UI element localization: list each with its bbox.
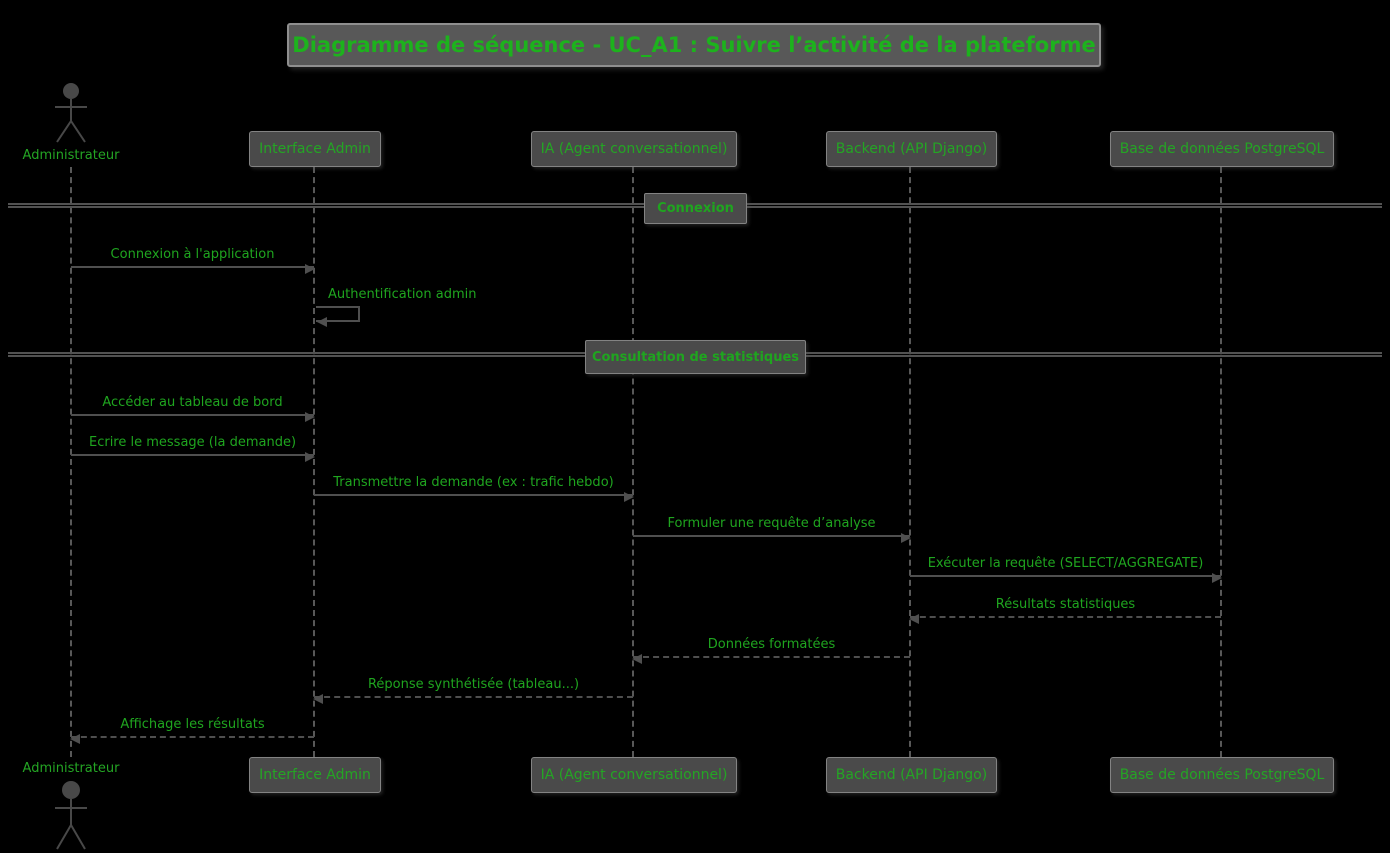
lifeline-administrateur bbox=[70, 167, 72, 757]
lifeline-backend bbox=[909, 167, 911, 757]
arrow-dashed-left-icon bbox=[70, 734, 314, 744]
participant-backend-top: Backend (API Django) bbox=[826, 131, 997, 167]
message-label: Réponse synthétisée (tableau...) bbox=[367, 677, 580, 692]
message-authentification-admin: Authentification admin bbox=[316, 286, 477, 327]
message-acceder-tableau: Accéder au tableau de bord bbox=[71, 394, 315, 422]
message-label: Résultats statistiques bbox=[995, 597, 1136, 612]
arrow-solid-right-icon bbox=[910, 573, 1222, 583]
diagram-title: Diagramme de séquence - UC_A1 : Suivre l… bbox=[287, 23, 1101, 67]
message-label: Authentification admin bbox=[328, 287, 477, 302]
arrow-dashed-left-icon bbox=[313, 694, 633, 704]
participant-ia-agent-top: IA (Agent conversationnel) bbox=[531, 131, 737, 167]
lifeline-ia-agent bbox=[632, 167, 634, 757]
message-ecrire-message: Ecrire le message (la demande) bbox=[71, 434, 315, 462]
divider-label-connexion: Connexion bbox=[644, 193, 747, 224]
actor-figure-top bbox=[51, 82, 91, 148]
message-formuler-requete: Formuler une requête d’analyse bbox=[633, 515, 911, 543]
arrow-solid-right-icon bbox=[633, 533, 911, 543]
participant-database-top: Base de données PostgreSQL bbox=[1110, 131, 1334, 167]
arrow-dashed-left-icon bbox=[909, 614, 1221, 624]
message-label: Formuler une requête d’analyse bbox=[667, 516, 876, 531]
lifeline-interface-admin bbox=[313, 167, 315, 757]
arrow-solid-right-icon bbox=[314, 492, 634, 502]
actor-label-top: Administrateur bbox=[22, 148, 120, 163]
message-label: Transmettre la demande (ex : trafic hebd… bbox=[333, 475, 614, 490]
message-label: Connexion à l'application bbox=[110, 247, 275, 262]
message-transmettre-demande: Transmettre la demande (ex : trafic hebd… bbox=[314, 474, 634, 502]
message-label: Exécuter la requête (SELECT/AGGREGATE) bbox=[927, 556, 1204, 571]
participant-interface-admin-top: Interface Admin bbox=[249, 131, 381, 167]
message-donnees-formatees: Données formatées bbox=[632, 636, 910, 664]
divider-label-consultation: Consultation de statistiques bbox=[585, 340, 806, 374]
message-connexion-application: Connexion à l'application bbox=[71, 246, 315, 274]
message-label: Ecrire le message (la demande) bbox=[88, 435, 297, 450]
message-label: Affichage les résultats bbox=[120, 717, 265, 732]
message-label: Accéder au tableau de bord bbox=[102, 395, 283, 410]
message-label: Données formatées bbox=[707, 637, 836, 652]
arrow-solid-right-icon bbox=[71, 264, 315, 274]
lifeline-database bbox=[1220, 167, 1222, 757]
self-arrow-icon bbox=[316, 306, 360, 327]
participant-backend-bottom: Backend (API Django) bbox=[826, 757, 997, 793]
actor-figure-bottom bbox=[51, 779, 91, 853]
participant-ia-agent-bottom: IA (Agent conversationnel) bbox=[531, 757, 737, 793]
arrow-solid-right-icon bbox=[71, 452, 315, 462]
actor-label-bottom: Administrateur bbox=[22, 761, 120, 776]
participant-interface-admin-bottom: Interface Admin bbox=[249, 757, 381, 793]
arrow-solid-right-icon bbox=[71, 412, 315, 422]
message-resultats-statistiques: Résultats statistiques bbox=[909, 596, 1221, 624]
participant-database-bottom: Base de données PostgreSQL bbox=[1110, 757, 1334, 793]
message-executer-requete: Exécuter la requête (SELECT/AGGREGATE) bbox=[910, 555, 1222, 583]
arrow-dashed-left-icon bbox=[632, 654, 910, 664]
message-reponse-synthetisee: Réponse synthétisée (tableau...) bbox=[313, 676, 633, 704]
message-affichage-resultats: Affichage les résultats bbox=[70, 716, 314, 744]
